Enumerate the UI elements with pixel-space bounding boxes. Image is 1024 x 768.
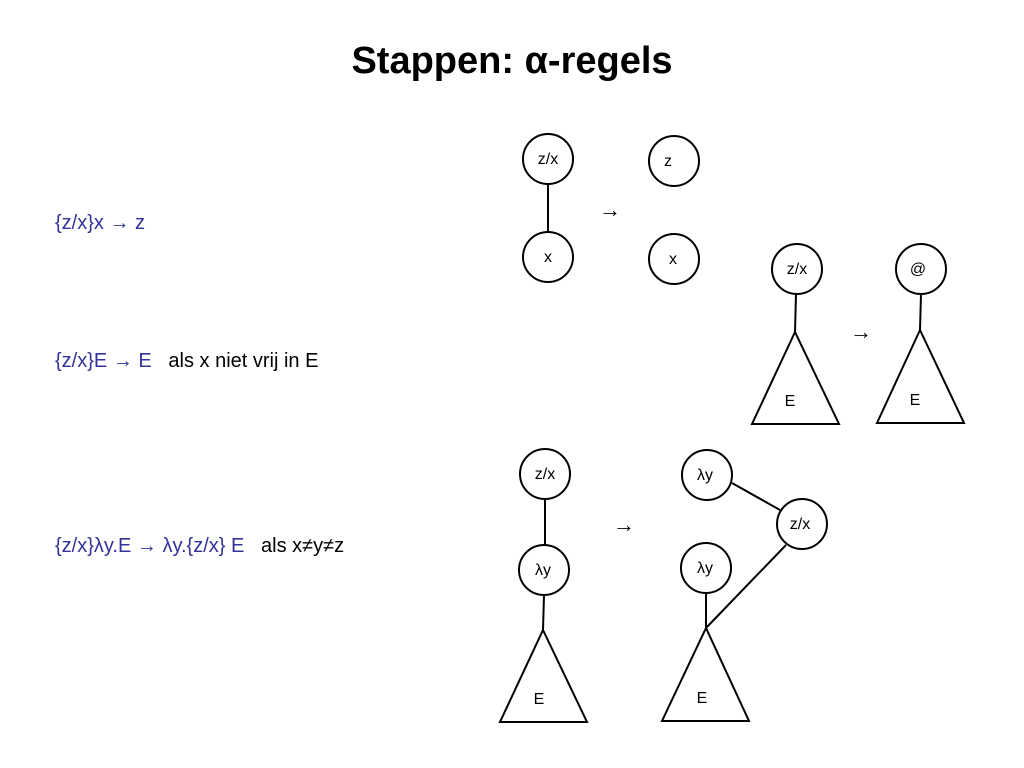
node-label: @ [910,261,926,278]
node-circle [648,233,700,285]
edge [542,594,545,631]
subtree-triangle [875,327,966,424]
node-label: λy [535,562,551,579]
rule-variable: {z/x}x → z [55,212,145,235]
subtree-label: E [534,691,545,708]
node-label: z/x [787,261,807,278]
edge [731,482,781,511]
subtree-label: E [910,392,921,409]
subtree-triangle [498,627,589,723]
node-circle [895,243,947,295]
edge [794,293,797,333]
subtree-label: E [785,393,796,410]
node-label: λy [697,467,713,484]
node-circle [771,243,823,295]
rule-formula: {z/x}λy.E → λy.{z/x} E [55,535,245,557]
node-circle [518,544,570,596]
node-circle [522,133,574,185]
page-title: Stappen: α-regels [351,40,673,82]
node-label: z [664,153,672,170]
node-circle [648,135,700,187]
node-circle [776,498,828,550]
rule-condition: als x niet vrij in E [168,350,319,372]
node-circle [680,542,732,594]
rule-lambda: {z/x}λy.E → λy.{z/x} E als x≠y≠z [55,535,344,558]
subtree-triangle [660,625,751,722]
node-label: λy [697,560,713,577]
rule-condition: als x≠y≠z [261,535,345,557]
node-circle [519,448,571,500]
node-label: x [544,249,552,266]
subtree-triangle [750,329,841,425]
rule-formula: {z/x}x → z [55,212,146,234]
node-label: z/x [535,466,555,483]
arrow-icon: → [850,319,872,344]
edge [705,544,787,629]
node-circle [681,449,733,501]
rule-expression: {z/x}E → E als x niet vrij in E [55,350,318,373]
node-label: x [669,251,677,268]
edge [919,293,922,331]
node-label: z/x [538,151,558,168]
subtree-label: E [697,690,708,707]
rule-formula: {z/x}E → E [55,350,152,372]
node-label: z/x [790,516,810,533]
node-circle [522,231,574,283]
arrow-icon: → [599,197,621,222]
arrow-icon: → [613,512,635,537]
